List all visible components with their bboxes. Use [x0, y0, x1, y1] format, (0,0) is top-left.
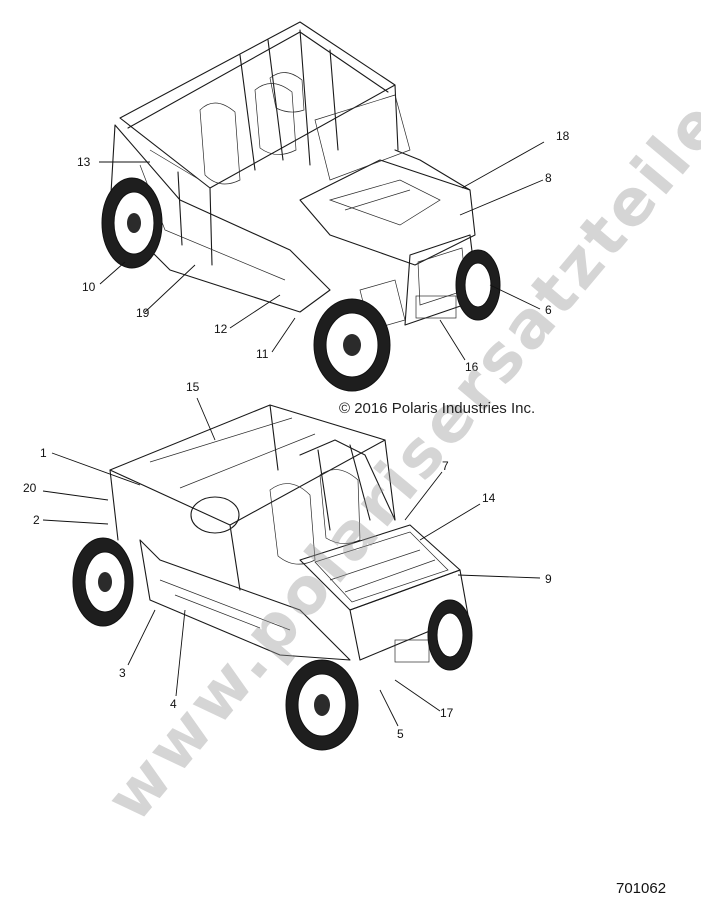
callout-6: 6 — [545, 303, 552, 317]
callout-12: 12 — [214, 322, 228, 336]
callout-2: 2 — [33, 513, 40, 527]
callout-5: 5 — [397, 727, 404, 741]
callout-17: 17 — [440, 706, 454, 720]
callout-19: 19 — [136, 306, 150, 320]
callout-9: 9 — [545, 572, 552, 586]
callout-8: 8 — [545, 171, 552, 185]
callout-18: 18 — [556, 129, 570, 143]
vehicle-top-illustration — [101, 21, 501, 392]
callout-7: 7 — [442, 459, 449, 473]
callout-1: 1 — [40, 446, 47, 460]
leader-lines — [42, 141, 545, 727]
vehicle-bottom-illustration — [72, 404, 473, 751]
callout-13: 13 — [77, 155, 91, 169]
callout-15: 15 — [186, 380, 200, 394]
callout-11: 11 — [256, 347, 269, 361]
callout-14: 14 — [482, 491, 496, 505]
callout-3: 3 — [119, 666, 126, 680]
callout-20: 20 — [23, 481, 37, 495]
figure-number: 701062 — [616, 880, 667, 897]
copyright-text: © 2016 Polaris Industries Inc. — [339, 400, 536, 417]
callout-16: 16 — [465, 360, 479, 374]
callout-4: 4 — [170, 697, 177, 711]
callout-10: 10 — [82, 280, 96, 294]
callout-labels: 13 18 8 10 19 12 11 16 6 15 1 20 2 7 14 … — [23, 129, 570, 741]
